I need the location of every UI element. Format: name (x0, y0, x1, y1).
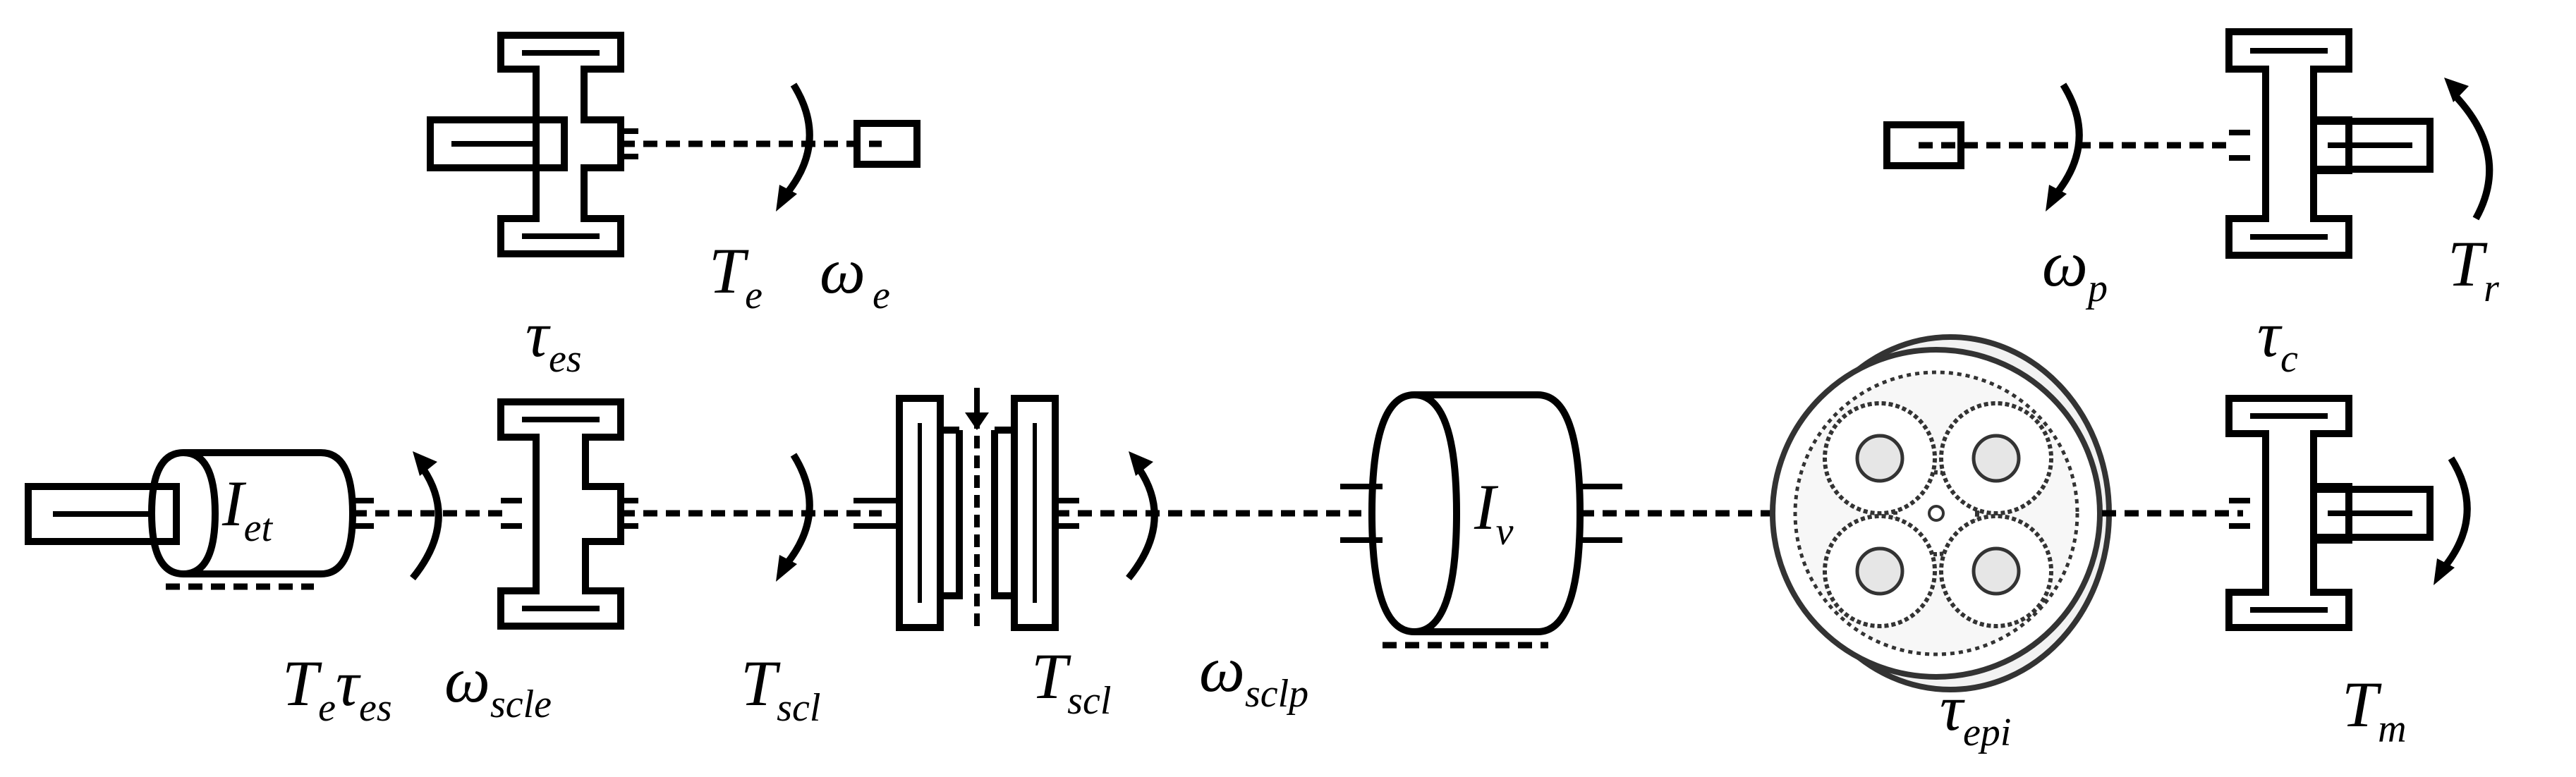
label-T-e: Te (709, 235, 763, 317)
torque-arrowhead-Tm (2434, 558, 2455, 585)
engine-output-stub (853, 120, 921, 168)
gear-tau-es (497, 32, 624, 257)
engine-gear-stage (427, 32, 921, 257)
torque-arrow-Tm (2441, 456, 2471, 570)
motor-gear-stage (2225, 395, 2471, 631)
planet-gear-bottom-right-hub (1972, 546, 2021, 596)
torque-arrowhead-engine (776, 185, 797, 212)
gear-second-stage-body (497, 398, 624, 630)
label-tau-c: τc (2257, 298, 2298, 381)
engine-input-shaft (427, 116, 568, 171)
label-T-scl-left: Tscl (741, 647, 820, 730)
label-Te-tau-es: Teτes (282, 647, 392, 730)
speed-arrowhead-omega-scle (413, 451, 437, 476)
clutch-left-friction (940, 427, 963, 599)
label-T-m: Tm (2342, 668, 2407, 751)
speed-arrowhead-omega-p (2046, 185, 2067, 212)
cylinder-I-v-body (1368, 391, 1584, 635)
engine-inertia-cylinder (25, 449, 374, 590)
final-drive-gear-stage (1883, 28, 2493, 259)
label-tau-es: τes (525, 298, 582, 381)
torque-arrow-Tr (2452, 92, 2493, 221)
clutch-left-plate (896, 395, 944, 631)
speed-arrow-omega-p (2053, 82, 2083, 197)
label-T-scl-right: Tscl (1031, 640, 1111, 723)
final-drive-output-shaft (2310, 118, 2434, 173)
planet-gear-top-left-hub (1855, 434, 1904, 483)
planet-gear-top-right-hub (1972, 434, 2021, 483)
final-drive-input-stub (1883, 121, 1964, 169)
torque-arrowhead-Tr (2444, 78, 2469, 102)
planetary-center-hole (1928, 505, 1945, 522)
label-omega-scle: ωscle (444, 644, 552, 726)
torque-arrow-engine (784, 82, 813, 197)
speed-arrowhead-omega-sclp (1129, 451, 1153, 476)
planetary-gear-set (1770, 334, 2112, 692)
clutch-actuation-arrowhead (965, 412, 989, 430)
speed-arrow-omega-scle (410, 467, 442, 581)
gear-motor (2225, 395, 2352, 631)
motor-output-shaft (2310, 486, 2434, 541)
inertia-input-shaft (25, 483, 180, 545)
vehicle-inertia-cylinder (1340, 391, 1622, 649)
gear-tau-c (2225, 28, 2352, 259)
label-omega-p: ωp (2042, 228, 2108, 310)
label-I-et: Iet (221, 467, 273, 550)
speed-arrow-omega-sclp (1126, 467, 1158, 581)
label-I-v: Iv (1474, 471, 1514, 553)
cylinder-I-et-face (183, 449, 219, 577)
label-T-r: Tr (2448, 228, 2499, 310)
planet-gear-bottom-left-hub (1855, 546, 1904, 596)
label-tau-epi: τepi (1940, 672, 2011, 754)
clutch (853, 388, 1079, 631)
cylinder-I-v-face (1414, 391, 1461, 635)
cylinder-I-et-body (147, 449, 357, 577)
gear-second-stage (497, 398, 638, 630)
torque-arrow-Tscl-left (784, 453, 813, 567)
torque-arrowhead-Tscl-left (776, 555, 797, 582)
label-omega-sclp: ωsclp (1199, 633, 1308, 716)
